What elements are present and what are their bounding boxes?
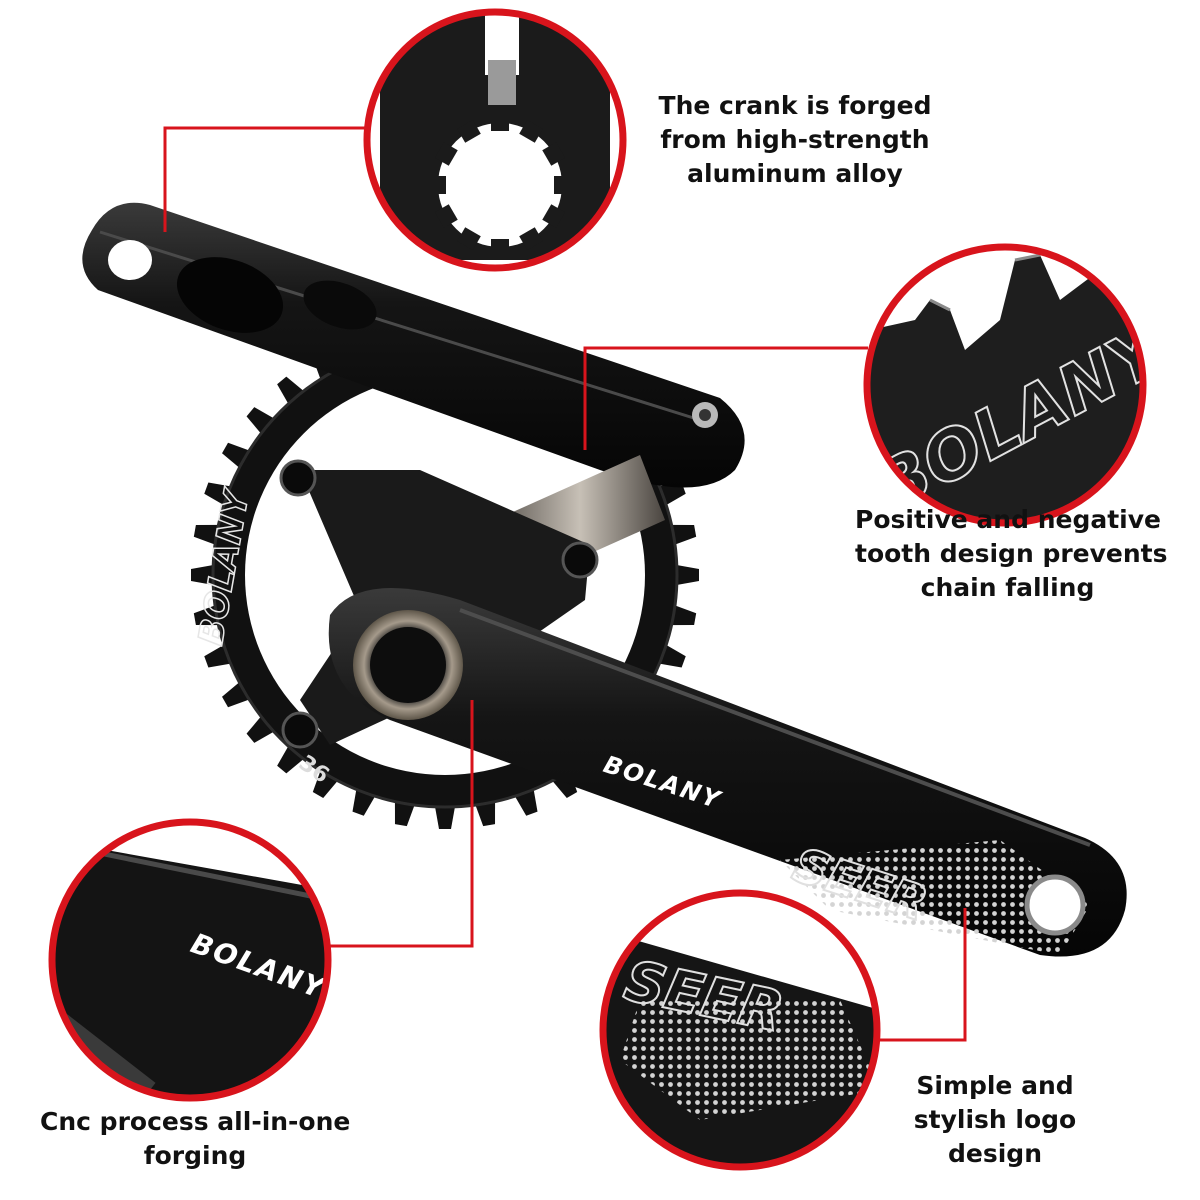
spline-tooth [434,142,458,166]
callout-line-forged [163,126,370,232]
caption-line: Simple and [916,1071,1074,1100]
caption-line: The crank is forged [658,91,932,120]
caption-line: from high-strength [660,125,930,154]
callout-lines [163,126,967,1042]
spline-tooth [491,115,509,131]
spline-tooth [434,204,458,228]
spline-tooth [519,227,543,251]
zoom-spline-detail [363,8,627,272]
callout-line-logo [877,908,967,1042]
zoom-forging-detail: BOLANY [48,818,332,1102]
spline-tooth [519,119,543,143]
caption-tooth-design: Positive and negative tooth design preve… [855,503,1168,605]
caption-cnc-forging: Cnc process all-in-one forging [40,1105,350,1173]
callout-line-cnc [328,700,474,948]
caption-logo-design: Simple and stylish logo design [900,1069,1090,1171]
seer-graphic [780,840,1090,955]
caption-line: design [948,1139,1042,1168]
caption-line: Cnc process all-in-one [40,1107,351,1136]
spline-tooth [542,142,566,166]
spline-tooth [457,227,481,251]
pedal-hole [108,240,152,280]
caption-line: aluminum alloy [687,159,903,188]
caption-forged-alloy: The crank is forged from high-strength a… [640,89,950,191]
spline-tooth [542,204,566,228]
caption-line: Positive and negative [855,505,1161,534]
spline-tooth [457,119,481,143]
zoom-graphic-detail: SEER [599,889,881,1171]
caption-line: forging [143,1141,247,1170]
spline-tooth [491,239,509,255]
callout-line-teeth [583,346,868,450]
spline-tooth [430,176,446,194]
caption-line: tooth design prevents [855,539,1168,568]
zoom-teeth-detail: BOLANY [863,243,1147,527]
caption-line: chain falling [920,573,1095,602]
pedal-eye [1024,874,1086,936]
caption-line: stylish logo [913,1105,1077,1134]
spline-tooth [554,176,570,194]
